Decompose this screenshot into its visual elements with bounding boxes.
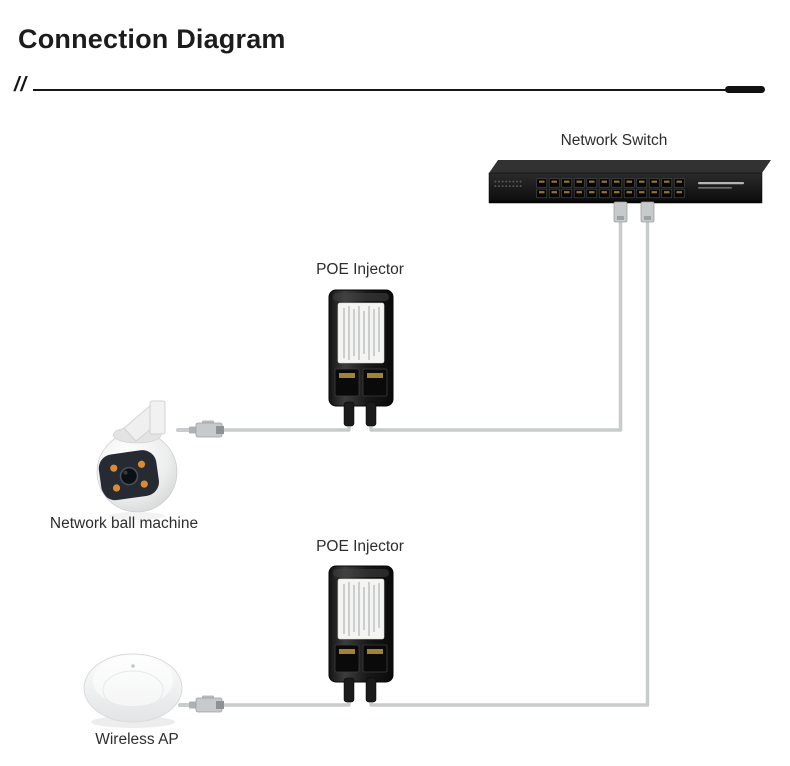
page-title: Connection Diagram (18, 24, 286, 54)
switch-port-grid (536, 178, 686, 199)
cable-top-injector-to-camera (206, 420, 351, 432)
camera-plug (188, 420, 225, 438)
camera-bracket-plate (149, 400, 166, 435)
ap-led (131, 664, 135, 668)
network-switch-image (488, 160, 771, 204)
network-switch-label: Network Switch (560, 132, 668, 149)
ap-plug (188, 695, 225, 713)
cables (176, 212, 650, 707)
divider-line (33, 89, 757, 91)
camera-label: Network ball machine (49, 515, 199, 532)
ir-led (137, 460, 146, 468)
wireless-ap-image (83, 653, 183, 728)
wireless-ap-label: Wireless AP (95, 731, 179, 748)
divider-end-cap (725, 86, 765, 93)
switch-led-grid (494, 180, 523, 189)
camera-image (96, 400, 178, 520)
cable-switch-to-top-injector (369, 212, 623, 432)
switch-plug-left (613, 201, 628, 223)
cable-bottom-injector-to-ap (206, 696, 351, 707)
ir-led (140, 480, 148, 488)
poe-injector-top-label: POE Injector (316, 261, 404, 278)
poe-injector-bottom-label: POE Injector (316, 538, 404, 555)
poe-injector-bottom-image (328, 565, 394, 703)
poe-injector-top-image (328, 289, 394, 427)
cable-switch-to-bottom-injector (369, 212, 650, 707)
ir-led (112, 484, 121, 492)
divider-slashes: // (14, 74, 28, 96)
switch-plug-right (640, 201, 655, 223)
ir-led (110, 464, 118, 472)
